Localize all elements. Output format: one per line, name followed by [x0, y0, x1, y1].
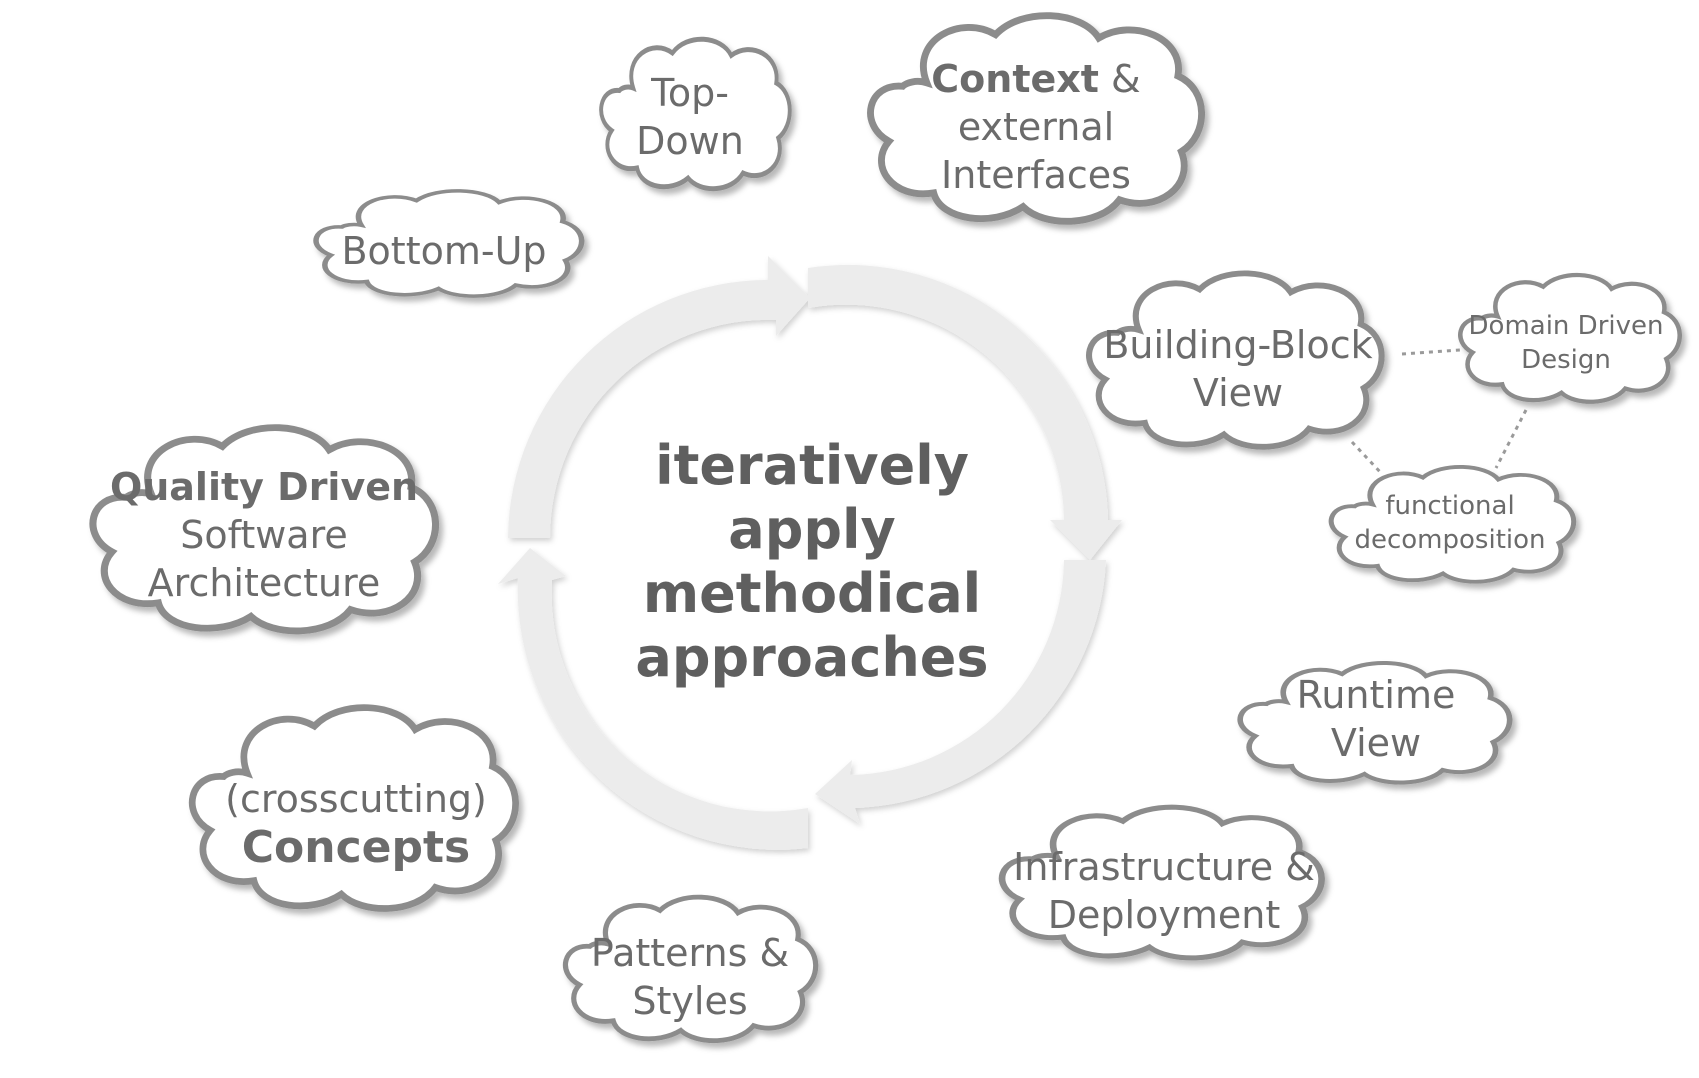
cloud-quality-text: Quality Driven Software Architecture [110, 465, 418, 605]
cloud-top-down-text: Top- Down [636, 71, 744, 163]
infrastructure-line-2: Deployment [1048, 893, 1280, 937]
connector-ddd-func [1494, 409, 1528, 469]
bottom-up-label: Bottom-Up [341, 229, 546, 273]
concepts-line-1: (crosscutting) [225, 777, 487, 821]
center-line-4: approaches [635, 626, 988, 689]
context-line-3: Interfaces [941, 153, 1131, 197]
center-line-2: apply [728, 498, 895, 561]
patterns-line-2: Styles [632, 979, 747, 1023]
cloud-functional-text: functional decomposition [1354, 491, 1545, 555]
patterns-line-1: Patterns & [591, 931, 789, 975]
arrow-top-right [808, 264, 1122, 560]
context-line-1: Context & [931, 57, 1140, 101]
building-block-line-1: Building-Block [1103, 323, 1372, 367]
domain-driven-line-1: Domain Driven [1469, 311, 1664, 341]
center-line-1: iteratively [655, 434, 969, 497]
building-block-line-2: View [1193, 371, 1283, 415]
cloud-patterns-text: Patterns & Styles [591, 931, 789, 1023]
quality-line-2: Software [180, 513, 348, 557]
cycle-arrows [498, 256, 1122, 850]
arrow-bottom-left [498, 548, 808, 850]
cloud-building-block-text: Building-Block View [1103, 323, 1372, 415]
runtime-line-1: Runtime [1297, 673, 1456, 717]
functional-line-1: functional [1385, 491, 1514, 521]
context-bold: Context [931, 57, 1099, 101]
quality-line-3: Architecture [148, 561, 381, 605]
center-title: iteratively apply methodical approaches [635, 434, 988, 689]
concepts-line-2: Concepts [242, 822, 471, 873]
cloud-domain-driven-text: Domain Driven Design [1469, 311, 1664, 375]
arrow-bottom-right [815, 560, 1106, 824]
cloud-runtime-text: Runtime View [1297, 673, 1456, 765]
domain-driven-line-2: Design [1521, 345, 1611, 375]
center-line-3: methodical [643, 562, 981, 625]
connector-bb-ddd [1401, 348, 1461, 356]
infrastructure-line-1: Infrastructure & [1013, 845, 1315, 889]
cloud-infrastructure-text: Infrastructure & Deployment [1013, 845, 1315, 937]
dotted-connectors [1350, 348, 1528, 476]
quality-line-1: Quality Driven [110, 465, 418, 509]
connector-bb-func [1350, 440, 1384, 476]
cloud-bottom-up-text: Bottom-Up [341, 229, 546, 273]
runtime-line-2: View [1331, 721, 1421, 765]
context-amp: & [1099, 57, 1141, 101]
cloud-context-text: Context & external Interfaces [931, 57, 1140, 197]
arrow-top-left [508, 256, 810, 538]
top-down-line-1: Top- [650, 71, 729, 115]
top-down-line-2: Down [636, 119, 744, 163]
functional-line-2: decomposition [1354, 525, 1545, 555]
cloud-concepts-text: (crosscutting) Concepts [225, 777, 487, 873]
context-line-2: external [958, 105, 1114, 149]
